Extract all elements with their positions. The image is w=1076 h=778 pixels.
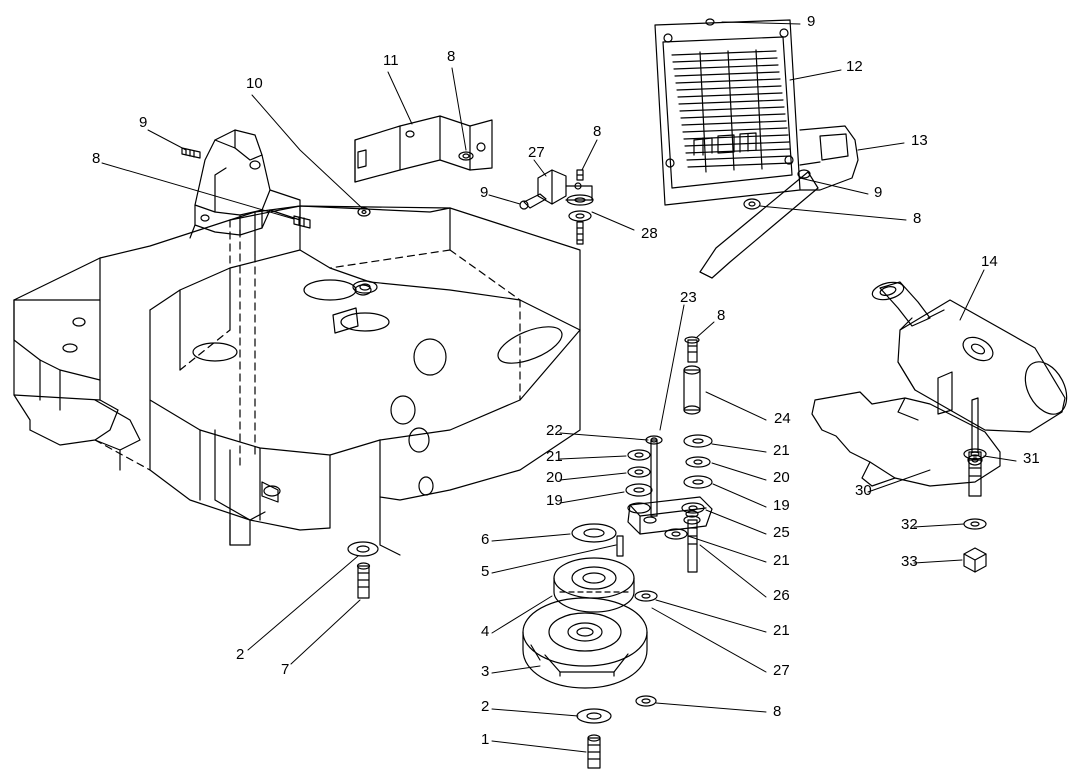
callout-14: 14 — [981, 253, 998, 270]
callout-32: 32 — [901, 516, 918, 533]
callout-21-right-1: 21 — [773, 442, 790, 459]
callout-20-right: 20 — [773, 469, 790, 486]
part-23-idler-bracket — [628, 497, 712, 534]
part-14-muffler — [871, 279, 1075, 452]
callout-9-top: 9 — [807, 13, 816, 30]
callout-5: 5 — [481, 563, 490, 580]
part-11-bar — [355, 116, 492, 182]
leader-lines — [102, 22, 1016, 752]
part-30-heat-shield — [812, 392, 1000, 486]
callout-10: 10 — [246, 75, 263, 92]
callout-26: 26 — [773, 587, 790, 604]
callout-19-right: 19 — [773, 497, 790, 514]
callout-8-bottom: 8 — [773, 703, 782, 720]
callout-8-guard: 8 — [913, 210, 922, 227]
callout-30: 30 — [855, 482, 872, 499]
callout-2-left: 2 — [236, 646, 245, 663]
callout-31: 31 — [1023, 450, 1040, 467]
callout-11: 11 — [383, 52, 399, 69]
callout-21-left: 21 — [546, 448, 563, 465]
callout-21-right-3: 21 — [773, 622, 790, 639]
callout-4: 4 — [481, 623, 490, 640]
callout-24: 24 — [774, 410, 791, 427]
callout-23: 23 — [680, 289, 697, 306]
callout-20-left: 20 — [546, 469, 563, 486]
callout-2-bottom: 2 — [481, 698, 490, 715]
part-27-28-bracket-assembly — [520, 170, 593, 244]
callout-6: 6 — [481, 531, 490, 548]
callout-25: 25 — [773, 524, 790, 541]
callout-8-idler: 8 — [717, 307, 726, 324]
callout-8-left: 8 — [92, 150, 101, 167]
callout-8-center: 8 — [593, 123, 602, 140]
callout-21-right-2: 21 — [773, 552, 790, 569]
callout-27-bottom: 27 — [773, 662, 790, 679]
part-19-26-left-stack — [626, 436, 662, 516]
callout-27-top: 27 — [528, 144, 545, 161]
callout-19-left: 19 — [546, 492, 563, 509]
callout-3: 3 — [481, 663, 490, 680]
callout-12: 12 — [846, 58, 863, 75]
part-10-bracket — [190, 130, 300, 238]
part-2-7-fasteners — [348, 542, 378, 598]
callout-7: 7 — [281, 661, 290, 678]
callout-28: 28 — [641, 225, 658, 242]
callout-1: 1 — [481, 731, 490, 748]
part-12-guard-screen — [655, 19, 800, 205]
pulley-spindle-assembly — [523, 524, 657, 768]
part-8-fasteners-top — [353, 152, 810, 293]
callout-13: 13 — [911, 132, 928, 149]
callout-8-bar: 8 — [447, 48, 456, 65]
part-20-25-right-stack — [665, 337, 712, 572]
part-9-bolts — [182, 148, 310, 228]
part-13-support-bracket — [700, 126, 858, 278]
callout-33: 33 — [901, 553, 918, 570]
callout-22: 22 — [546, 422, 563, 439]
callout-9-bracket: 9 — [480, 184, 489, 201]
part-31-32-33-fasteners — [964, 449, 986, 572]
callout-9-guard: 9 — [874, 184, 883, 201]
main-frame-weldment — [14, 206, 580, 555]
callout-9-left: 9 — [139, 114, 148, 131]
